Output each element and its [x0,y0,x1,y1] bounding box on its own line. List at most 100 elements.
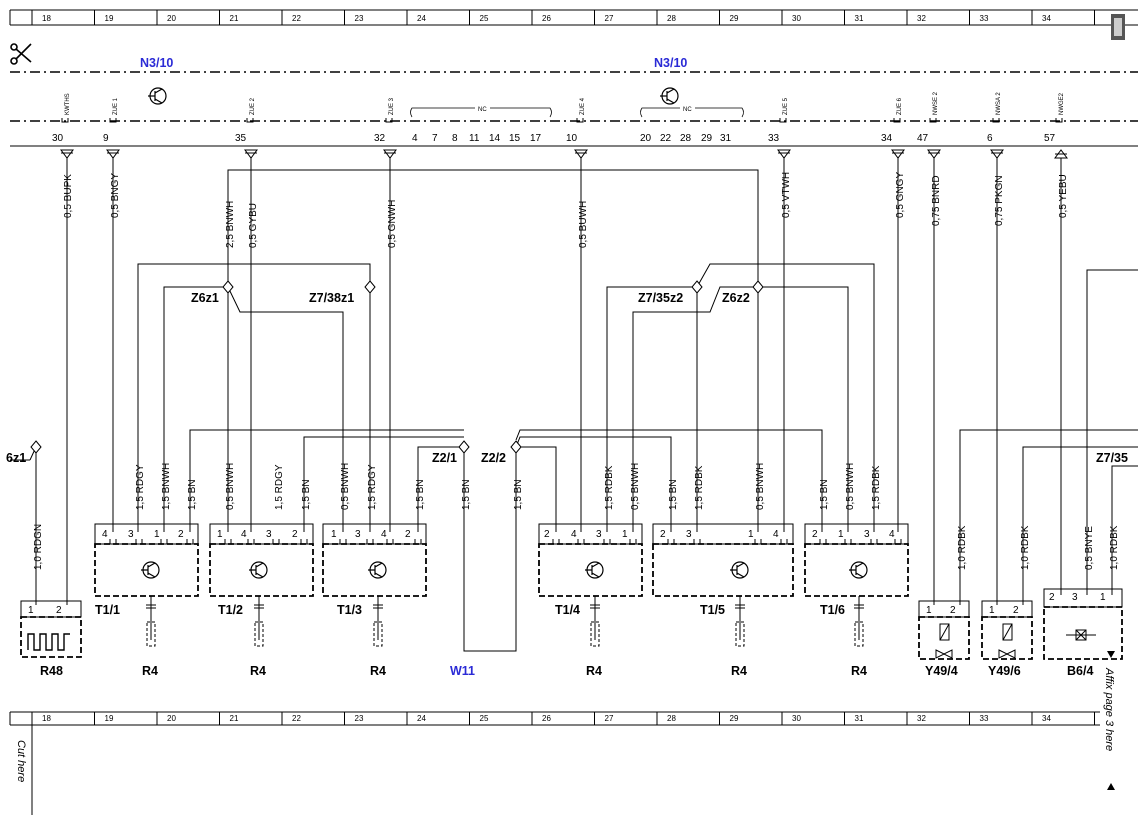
ruler-cell-label: 28 [667,714,676,723]
ruler-cell-label: 26 [542,714,551,723]
wire-2-5-bnwh: 2,5 BNWH [225,201,236,248]
ruler-cell-label: 18 [42,714,51,723]
pin: 1 [748,529,754,540]
nc-bracket-left [410,107,552,118]
component-label-n3-10-left: N3/10 [140,56,173,70]
pin-47: 47 [917,133,929,144]
resistor-stubs [146,596,864,647]
ruler-cell-label: 24 [417,14,426,23]
ruler-cell-label: 22 [292,14,301,23]
wire-label: 1,5 BN [668,479,679,510]
wire-bnrd: 0,75 BNRD [931,175,942,226]
label-b6-4: B6/4 [1067,664,1093,678]
solenoid-valves [918,600,1033,660]
ruler-cell-label: 24 [417,714,426,723]
ruler-cell-label: 21 [230,714,239,723]
label-t1-3: T1/3 [337,603,362,617]
pin: 2 [950,605,956,616]
connector-arrows [60,149,1068,159]
label-t1-2: T1/2 [218,603,243,617]
pin: 4 [571,529,577,540]
signal-zue1: ZUE 1 [113,97,119,115]
ruler-cell-label: 25 [480,14,489,23]
label-y49-6: Y49/6 [988,664,1021,678]
component-label-n3-10-right: N3/10 [654,56,687,70]
pin: 4 [773,529,779,540]
wire-label: 1,5 RDGY [274,464,285,510]
wire-label: 1,0 RDBK [957,525,968,570]
signal-zue6: ZUE 6 [897,97,903,115]
pin: 2 [178,529,184,540]
pin-22: 22 [660,133,672,144]
ruler-cell-label: 21 [230,14,239,23]
pin-31: 31 [720,133,732,144]
signal-nwge2: NWGE2 [1059,92,1065,115]
ruler-cell-label: 33 [980,714,989,723]
wire-label: 1,0 RDBK [1109,525,1120,570]
wire-bngy: 0,5 BNGY [110,173,121,218]
pin: 3 [1072,592,1078,603]
ruler-cell-label: 31 [855,714,864,723]
label-y49-4: Y49/4 [925,664,958,678]
pin: 2 [812,529,818,540]
pin: 2 [660,529,666,540]
top-ruler [9,9,1138,26]
ruler-cell-label: 18 [42,14,51,23]
signal-nwsa2: NWSA 2 [996,92,1002,115]
wire-label: 0,5 BNWH [755,463,766,510]
pin: 2 [56,605,62,616]
pin-57: 57 [1044,133,1056,144]
pen-icon [1111,14,1125,40]
b6-4-sensor [1043,588,1123,660]
pin: 3 [864,529,870,540]
wire-label: 0,5 BNWH [340,463,351,510]
pin: 1 [622,529,628,540]
ruler-cell-label: 31 [855,14,864,23]
splice-z7-38z1: Z7/38z1 [309,291,354,305]
bottom-ruler [9,711,1100,815]
transistor-icon-top-right [660,87,679,105]
wire-label: 1,5 BN [415,479,426,510]
wire-label: 0,5 BNYE [1084,526,1095,570]
wire-bupk: 0,5 BUPK [63,174,74,218]
block-pin-numbers: 4 3 1 2 1 4 3 2 1 3 4 2 2 4 3 1 2 3 1 4 … [102,529,895,540]
wires [10,158,1138,652]
wire-label: 0,5 BNWH [845,463,856,510]
pin: 1 [1100,592,1106,603]
cut-here-note: Cut here [15,740,27,782]
ruler-cell-label: 29 [730,714,739,723]
wire-label: 1,5 RDBK [694,465,705,510]
pin-6: 6 [987,133,993,144]
wire-label: 0,5 BNWH [630,463,641,510]
transistor-icons [141,561,868,579]
lower-wire-labels: 1,5 RDGY 1,5 BNWH 1,5 BN 0,5 BNWH 1,5 RD… [33,463,1120,570]
pin: 2 [544,529,550,540]
pin-10: 10 [566,133,578,144]
signal-zue3: ZUE 3 [389,97,395,115]
nc-label-right: NC [683,107,692,113]
pin: 3 [128,529,134,540]
wire-gnwh: 0,5 GNWH [387,200,398,248]
ruler-cell-label: 29 [730,14,739,23]
pin: 2 [292,529,298,540]
wire-label: 1,5 BNWH [161,463,172,510]
wire-label: 1,5 BN [819,479,830,510]
ruler-cell-label: 23 [355,14,364,23]
label-r4: R4 [250,664,266,678]
label-r4: R4 [586,664,602,678]
splice-labels: Z6z1 Z7/38z1 Z7/35z2 Z6z2 Z2/1 Z2/2 6z1 … [6,291,1128,465]
ruler-cell-label: 34 [1042,14,1051,23]
ruler-cell-label: 30 [792,14,801,23]
splice-6z1: 6z1 [6,451,26,465]
splice-z6z1: Z6z1 [191,291,219,305]
ruler-cell-label: 28 [667,14,676,23]
signal-labels: KWTHS ZUE 1 ZUE 2 ZUE 3 ZUE 4 ZUE 5 ZUE … [65,91,1065,115]
splice-z2-2: Z2/2 [481,451,506,465]
ruler-cell-label: 27 [605,14,614,23]
label-t1-4: T1/4 [555,603,580,617]
pin: 1 [838,529,844,540]
pin: 3 [596,529,602,540]
wire-label: 1,5 RDBK [871,465,882,510]
